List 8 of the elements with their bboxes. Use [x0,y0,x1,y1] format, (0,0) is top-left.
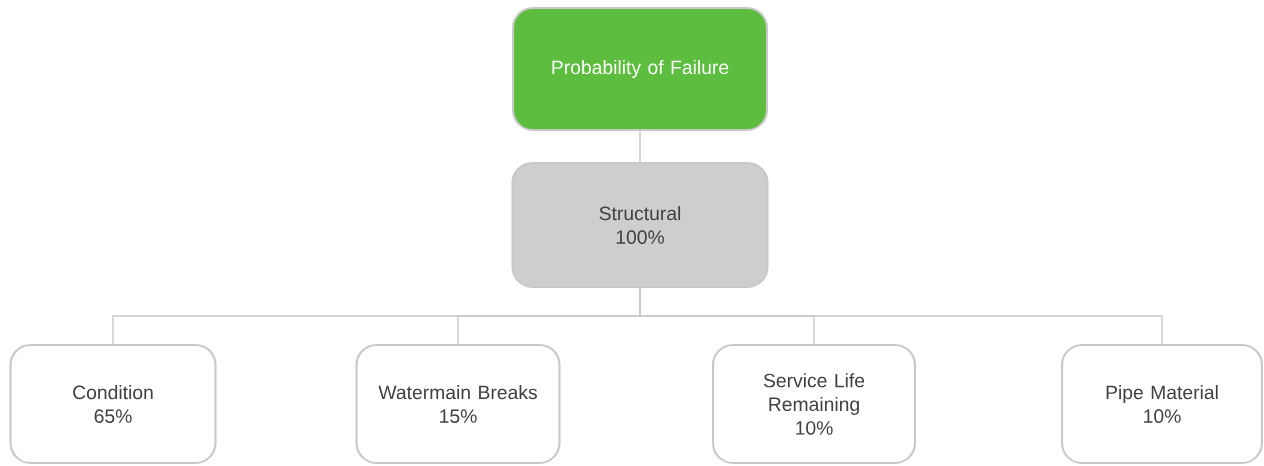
connector-line [639,287,1163,345]
category-box: Structural 100% [511,161,769,289]
factor-box: Watermain Breaks 15% [355,343,561,465]
connector-line [639,130,641,163]
factor-box: Condition 65% [9,343,217,465]
root-box: Probability of Failure [512,6,769,132]
factor-box: Service Life Remaining 10% [711,343,917,465]
factor-box: Pipe Material 10% [1060,343,1264,465]
